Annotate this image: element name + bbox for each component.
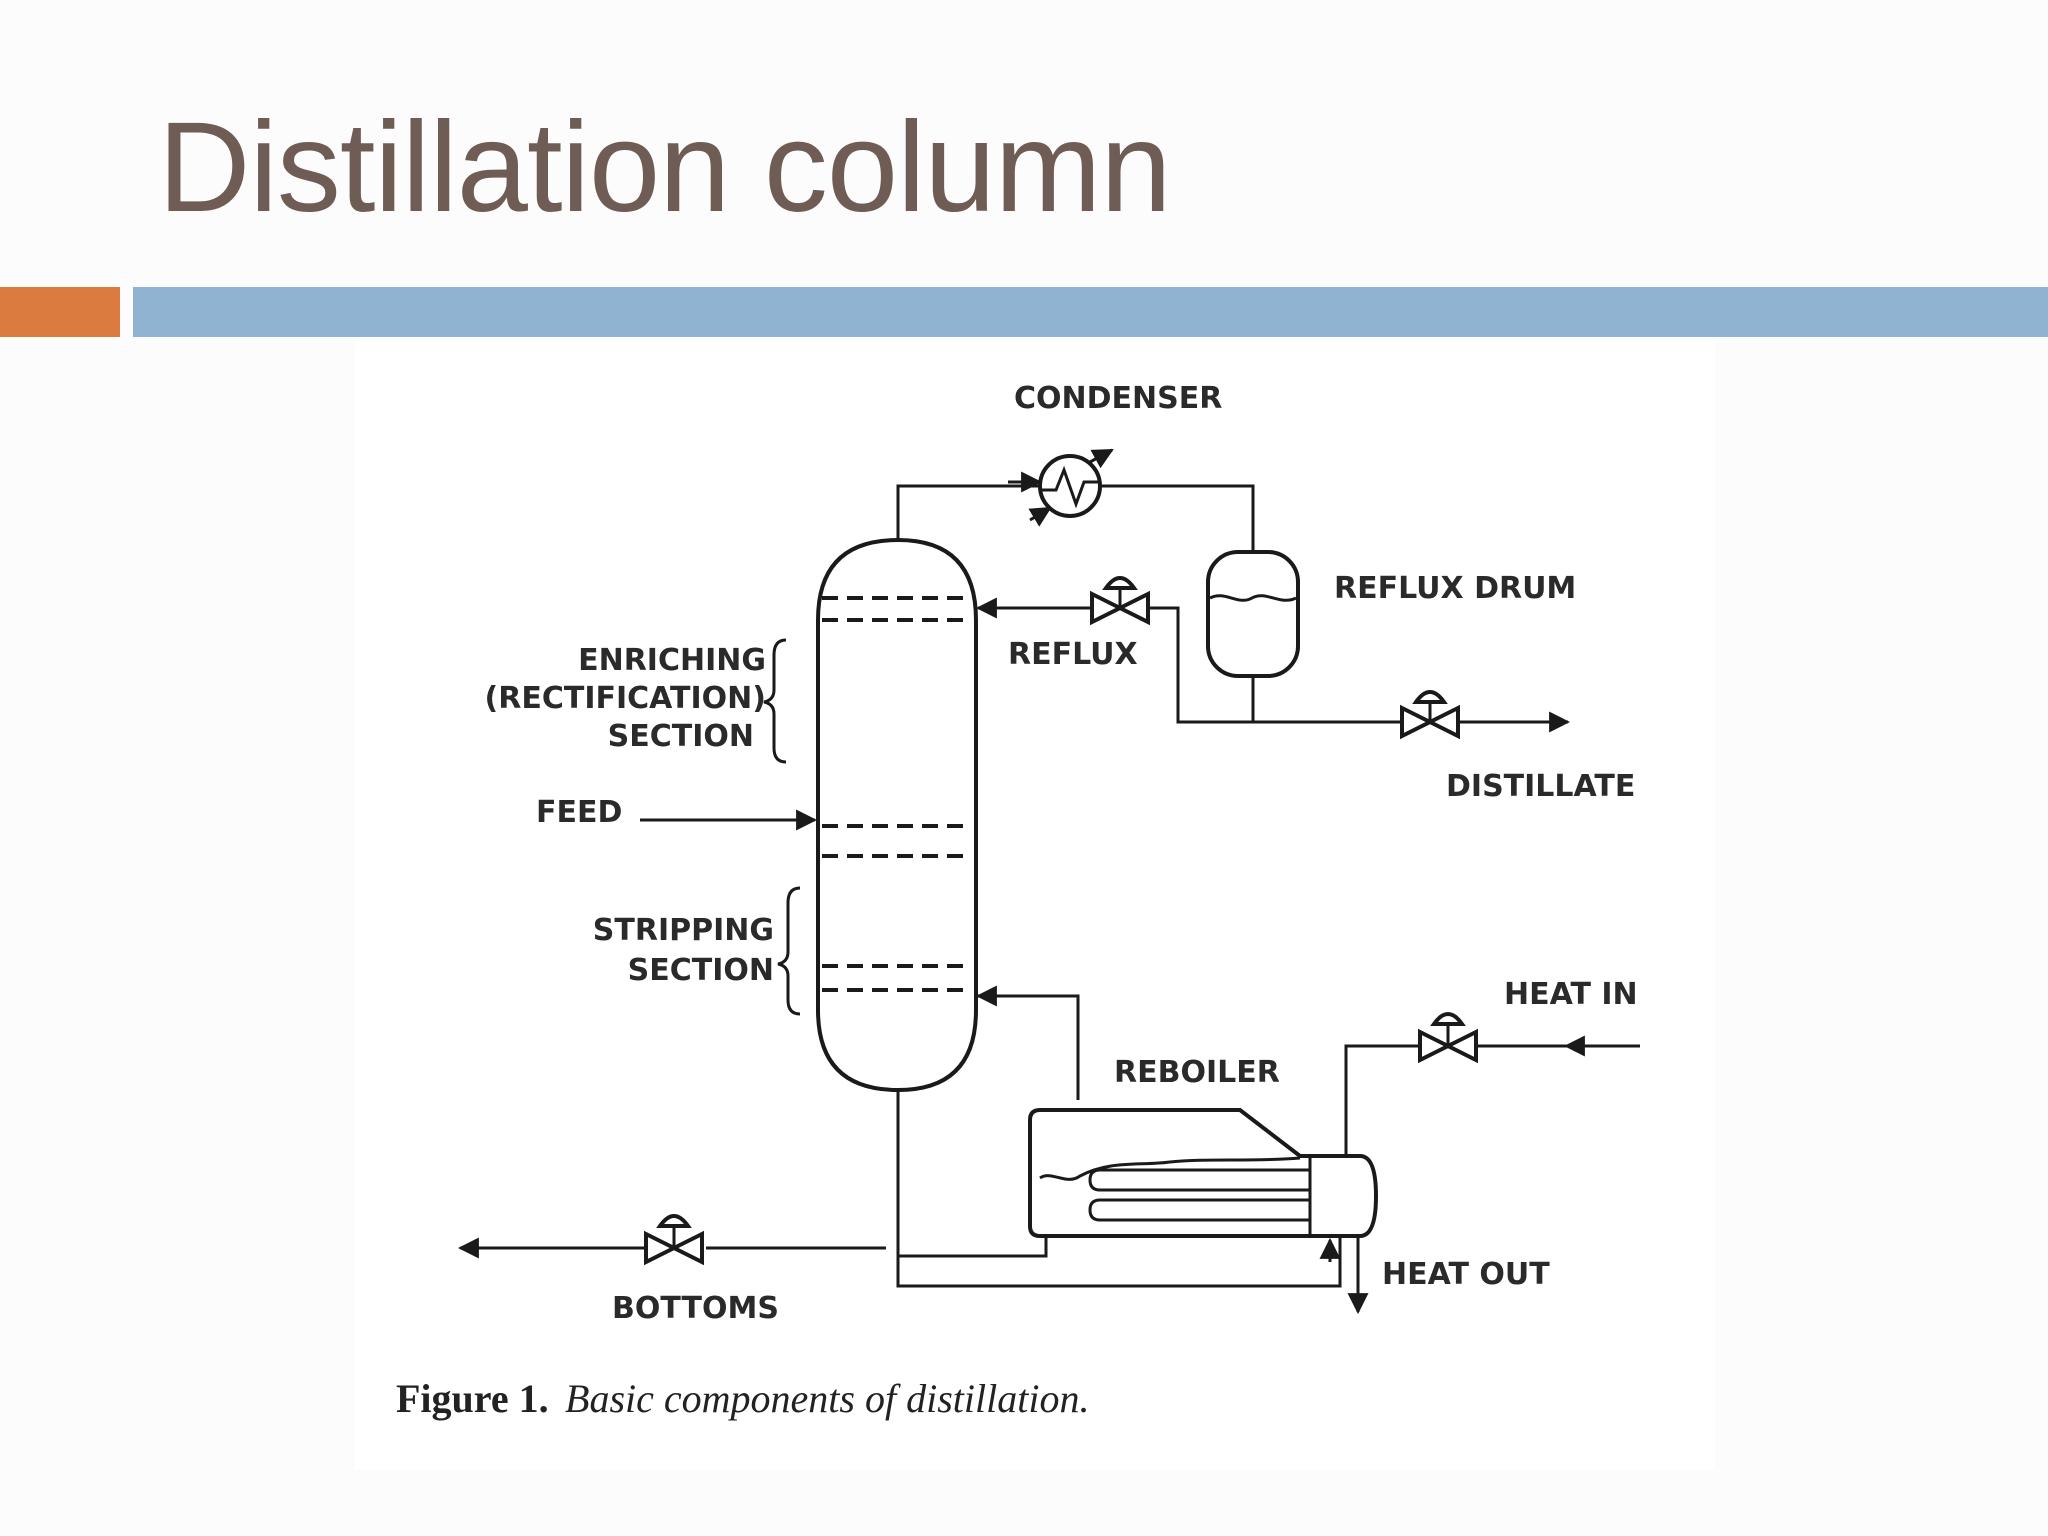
distillate-label: DISTILLATE [1446, 769, 1635, 804]
reflux-line [1150, 606, 1255, 724]
stripping-label-2: SECTION [628, 953, 774, 988]
heat-in-line [1344, 1044, 1418, 1156]
figure-caption-text: Basic components of distillation. [565, 1376, 1089, 1421]
enriching-label-2: (RECTIFICATION) [485, 681, 766, 716]
reboiler-liquid-line [898, 1236, 1048, 1258]
accent-bar-orange [0, 287, 120, 337]
enriching-brace [763, 638, 787, 764]
slide-title: Distillation column [158, 96, 1171, 239]
bottoms-label: BOTTOMS [612, 1291, 779, 1326]
distillate-valve-icon [1400, 690, 1460, 740]
reboiler-icon [1028, 1108, 1379, 1238]
stripping-label-1: STRIPPING [593, 913, 774, 948]
stripping-brace [777, 886, 801, 1016]
enriching-label-1: ENRICHING [578, 643, 766, 678]
heat-in-label: HEAT IN [1504, 977, 1638, 1012]
overhead-vapor-line [896, 484, 1040, 540]
column-trays [822, 596, 972, 992]
reboiler-label: REBOILER [1114, 1055, 1280, 1090]
accent-bar-blue [133, 287, 2048, 337]
bottoms-valve-icon [644, 1214, 704, 1266]
column-bottom-line [896, 1090, 1342, 1288]
heat-in-valve-icon [1418, 1012, 1478, 1064]
reflux-label: REFLUX [1008, 637, 1138, 672]
condenser-icon [1008, 448, 1114, 527]
condenser-label: CONDENSER [1014, 381, 1222, 416]
enriching-label-3: SECTION [608, 719, 754, 754]
reflux-valve-icon [1090, 576, 1150, 626]
condenser-outlet-line [1100, 484, 1255, 552]
feed-label: FEED [536, 795, 622, 830]
figure-caption: Figure 1. Basic components of distillati… [396, 1376, 1089, 1421]
figure-caption-prefix: Figure 1. [396, 1376, 549, 1421]
column-vessel [816, 537, 978, 1093]
reboiler-vapor-line [1006, 994, 1080, 1100]
reflux-drum-label: REFLUX DRUM [1334, 571, 1576, 606]
reflux-drum-icon [1206, 550, 1300, 678]
heat-out-label: HEAT OUT [1382, 1257, 1550, 1292]
figure-panel [355, 340, 1715, 1470]
